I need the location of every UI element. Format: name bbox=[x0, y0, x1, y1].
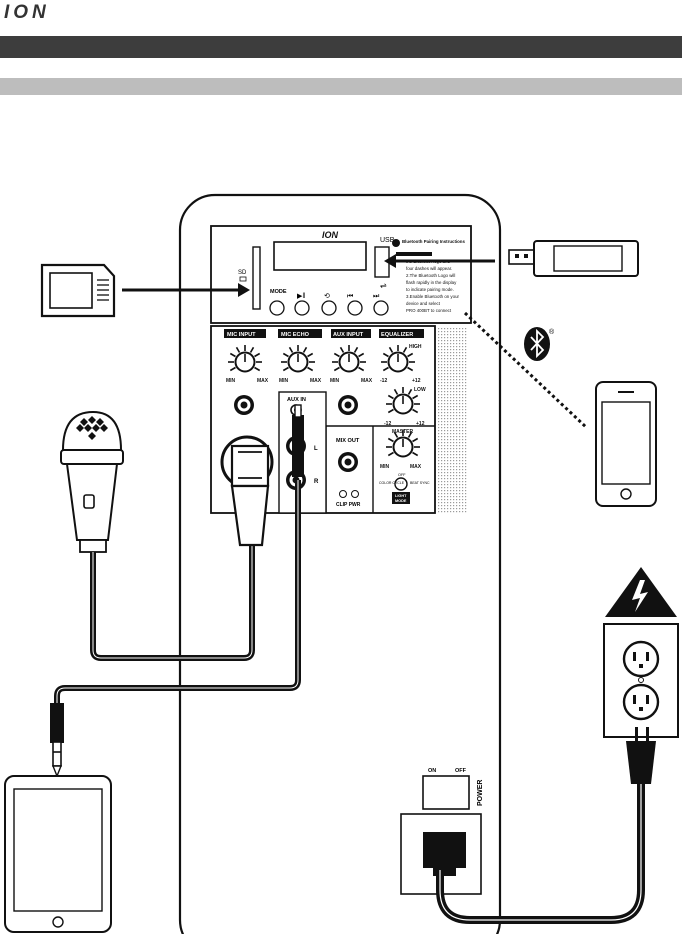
svg-text:HIGH: HIGH bbox=[409, 344, 422, 350]
top-control-panel: ION SD USB ⇌ MODE ▶‖ ⟲ ⏮ ⏭ Bluetooth Pai… bbox=[210, 225, 472, 324]
svg-text:MODE: MODE bbox=[270, 289, 287, 295]
svg-text:ON: ON bbox=[428, 768, 436, 774]
sd-card-slot bbox=[252, 246, 261, 310]
svg-text:MASTER: MASTER bbox=[392, 429, 414, 435]
sd-card bbox=[40, 263, 116, 318]
clip-led bbox=[339, 490, 347, 498]
svg-text:LIGHT: LIGHT bbox=[395, 494, 407, 498]
microphone bbox=[60, 410, 124, 553]
play-pause-button bbox=[294, 300, 310, 316]
svg-text:BEAT SYNC: BEAT SYNC bbox=[410, 481, 430, 485]
svg-text:USB: USB bbox=[380, 237, 395, 244]
section-header-bar bbox=[0, 36, 682, 58]
svg-text:POWER: POWER bbox=[477, 780, 484, 806]
bluetooth-icon: ® bbox=[524, 327, 555, 361]
light-mode-selector: OFF COLOR CYCLE BEAT SYNC LIGHT MODE bbox=[379, 473, 430, 504]
svg-text:LOW: LOW bbox=[414, 387, 426, 393]
svg-text:SD: SD bbox=[238, 270, 247, 276]
svg-text:-12: -12 bbox=[380, 378, 387, 384]
svg-text:⇌: ⇌ bbox=[380, 281, 387, 290]
svg-text:+12: +12 bbox=[412, 378, 421, 384]
svg-text:device and select: device and select bbox=[406, 301, 441, 306]
svg-text:®: ® bbox=[549, 328, 555, 336]
svg-text:MODE: MODE bbox=[395, 499, 407, 503]
svg-text:OFF: OFF bbox=[398, 473, 406, 477]
mix-out-jack bbox=[338, 452, 358, 472]
display-screen bbox=[273, 241, 367, 271]
svg-text:⏭: ⏭ bbox=[373, 293, 380, 300]
svg-text:MIC ECHO: MIC ECHO bbox=[281, 332, 310, 338]
mic-quarter-inch-jack bbox=[234, 395, 254, 415]
svg-text:-12: -12 bbox=[384, 421, 391, 427]
svg-text:MIN: MIN bbox=[279, 378, 289, 384]
wall-outlet bbox=[603, 623, 679, 738]
power-plug bbox=[626, 727, 656, 784]
svg-text:OFF: OFF bbox=[455, 768, 467, 774]
svg-text:⏮: ⏮ bbox=[347, 293, 353, 300]
svg-text:MAX: MAX bbox=[410, 464, 422, 470]
tablet bbox=[4, 775, 112, 933]
svg-text:to indicate pairing mode.: to indicate pairing mode. bbox=[406, 287, 454, 292]
power-led bbox=[351, 490, 359, 498]
repeat-button bbox=[321, 300, 337, 316]
svg-text:R: R bbox=[314, 479, 319, 485]
mode-button bbox=[269, 300, 285, 316]
xlr-plug bbox=[230, 444, 270, 547]
svg-text:MAX: MAX bbox=[310, 378, 322, 384]
prev-track-button bbox=[347, 300, 363, 316]
svg-text:ION: ION bbox=[4, 2, 50, 22]
next-track-button bbox=[373, 300, 389, 316]
svg-text:MIN: MIN bbox=[380, 464, 390, 470]
power-switch: ON OFF POWER bbox=[422, 768, 484, 810]
svg-text:Bluetooth Pairing Instructions: Bluetooth Pairing Instructions bbox=[402, 239, 465, 244]
electrical-hazard-icon bbox=[605, 567, 677, 617]
speaker-logo: ION bbox=[322, 230, 339, 240]
speaker-grille bbox=[438, 328, 467, 513]
aux-plug-speaker bbox=[292, 404, 304, 477]
bt-pairing-instructions: Bluetooth Pairing Instructions the Bluet… bbox=[392, 239, 465, 313]
svg-text:AUX IN: AUX IN bbox=[287, 397, 306, 403]
svg-text:2.The Bluetooth Logo will: 2.The Bluetooth Logo will bbox=[406, 273, 455, 278]
subsection-header-bar bbox=[0, 78, 682, 95]
bluetooth-link bbox=[463, 311, 589, 430]
ac-power-inlet bbox=[400, 813, 482, 895]
svg-text:MAX: MAX bbox=[257, 378, 269, 384]
svg-text:+12: +12 bbox=[416, 421, 425, 427]
aux-input-jack bbox=[338, 395, 358, 415]
svg-text:MIX OUT: MIX OUT bbox=[336, 438, 360, 444]
svg-text:PRO 400BT to connect: PRO 400BT to connect bbox=[406, 308, 452, 313]
svg-text:EQUALIZER: EQUALIZER bbox=[381, 332, 413, 338]
svg-text:3.Enable Bluetooth on your: 3.Enable Bluetooth on your bbox=[406, 294, 460, 299]
svg-text:MAX: MAX bbox=[361, 378, 373, 384]
smartphone bbox=[595, 381, 657, 507]
usb-flash-drive bbox=[508, 240, 639, 277]
svg-text:MIN: MIN bbox=[226, 378, 236, 384]
svg-text:▶‖: ▶‖ bbox=[297, 293, 305, 300]
svg-text:⟲: ⟲ bbox=[324, 293, 330, 300]
svg-text:MIN: MIN bbox=[330, 378, 340, 384]
svg-text:AUX INPUT: AUX INPUT bbox=[333, 332, 364, 338]
svg-text:CLIP PWR: CLIP PWR bbox=[336, 502, 361, 508]
svg-text:MIC INPUT: MIC INPUT bbox=[227, 332, 256, 338]
svg-text:four dashes will appear.: four dashes will appear. bbox=[406, 266, 452, 271]
ion-logo: ION bbox=[4, 2, 50, 22]
svg-text:COLOR CYCLE: COLOR CYCLE bbox=[379, 481, 405, 485]
svg-text:flash rapidly in the display: flash rapidly in the display bbox=[406, 280, 457, 285]
svg-text:L: L bbox=[314, 446, 318, 452]
aux-plug-tablet bbox=[50, 703, 64, 778]
